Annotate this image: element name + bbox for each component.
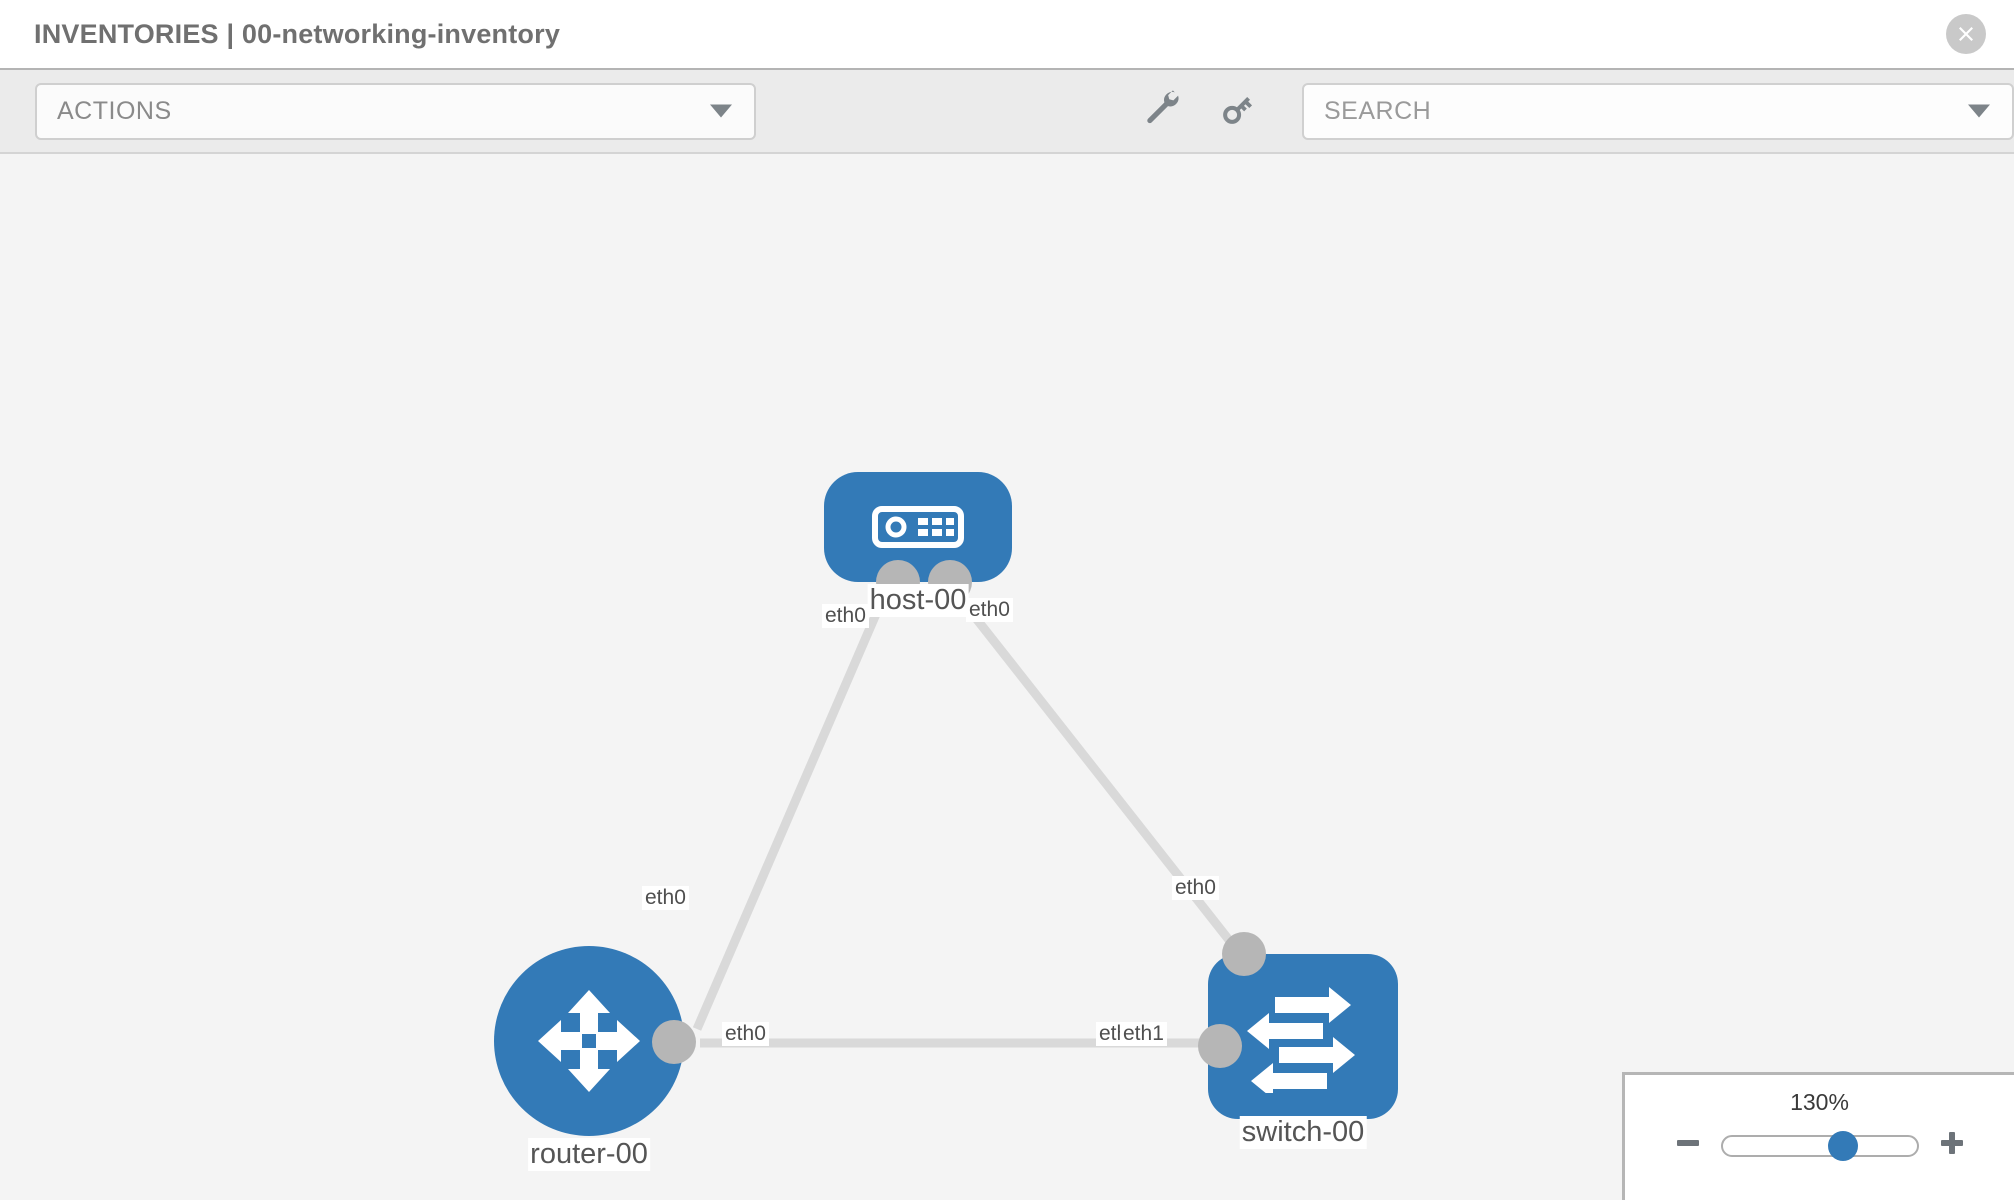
topology-edges (692, 581, 1244, 1048)
node-host-00-shape[interactable] (824, 472, 1012, 582)
edge-label-host-eth0-left: eth0 (822, 604, 869, 628)
server-icon (872, 506, 964, 548)
search-placeholder: SEARCH (1324, 96, 1432, 125)
node-router-00[interactable]: router-00 (494, 946, 696, 1171)
zoom-slider[interactable] (1720, 1130, 1919, 1161)
interface-dot-switch-eth0[interactable] (1198, 1024, 1242, 1068)
interface-dot-router-eth0[interactable] (652, 1020, 696, 1064)
page-header: INVENTORIES | 00-networking-inventory (0, 0, 2014, 68)
breadcrumb: INVENTORIES | 00-networking-inventory (34, 18, 561, 49)
close-circle-icon[interactable] (1946, 14, 1986, 54)
zoom-slider-handle[interactable] (1827, 1130, 1858, 1161)
zoom-control-row (1625, 1128, 2014, 1163)
node-router-00-label: router-00 (528, 1138, 650, 1171)
search-input[interactable]: SEARCH (1302, 82, 2014, 140)
edge-label-switch-eth1-left: eth1 (1120, 1022, 1167, 1046)
router-arrows-icon (538, 990, 640, 1092)
node-switch-00[interactable]: switch-00 (1198, 932, 1398, 1149)
minus-icon[interactable] (1673, 1128, 1703, 1163)
node-switch-00-shape[interactable] (1208, 954, 1398, 1119)
interface-dot-switch-eth1[interactable] (1222, 932, 1266, 976)
edge-label-host-eth0-right: eth0 (966, 598, 1013, 622)
node-host-00-label: host-00 (867, 584, 969, 617)
chevron-down-icon[interactable] (1968, 104, 1990, 118)
edge-label-router-eth0-right: eth0 (722, 1022, 769, 1046)
toolbar: ACTIONS SEARCH (0, 68, 2014, 154)
plus-icon[interactable] (1937, 1128, 1967, 1163)
edge-label-router-eth0-up: eth0 (642, 886, 689, 910)
wrench-icon[interactable] (1144, 89, 1184, 134)
edge-label-switch-eth0-up: eth0 (1172, 876, 1219, 900)
key-icon[interactable] (1218, 89, 1258, 134)
node-switch-00-label: switch-00 (1239, 1116, 1367, 1149)
actions-dropdown[interactable]: ACTIONS (35, 82, 756, 140)
zoom-control-panel: 130% (1622, 1072, 2014, 1200)
edge-host-router (692, 582, 894, 1031)
node-host-00[interactable]: host-00 (824, 472, 1012, 617)
topology-canvas[interactable]: host-00 eth0 eth0 (0, 154, 2014, 1200)
zoom-level-value: 130% (1790, 1089, 1849, 1115)
toolbar-icon-group (1144, 89, 1258, 134)
chevron-down-icon (710, 104, 732, 118)
actions-dropdown-label: ACTIONS (57, 96, 172, 125)
switch-arrows-icon (1247, 986, 1355, 1093)
